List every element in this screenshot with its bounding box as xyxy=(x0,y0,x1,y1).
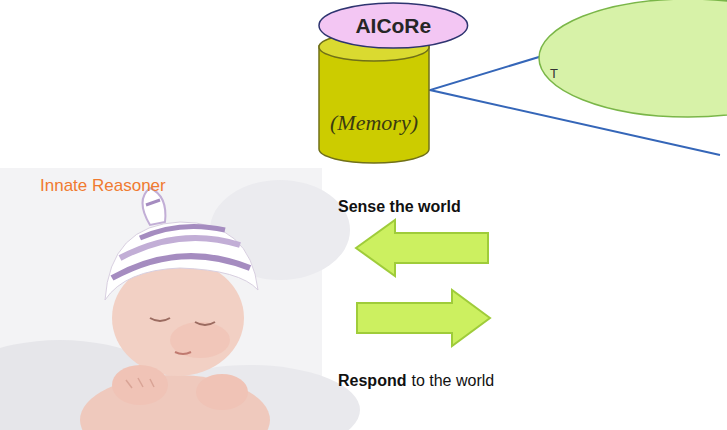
baby-photo xyxy=(0,168,360,430)
text-holder: (Memory) xyxy=(318,32,430,164)
text-holder: AICoRe xyxy=(318,2,469,49)
photo-caption: Innate Reasoner xyxy=(40,176,166,196)
arrow-label: to the world xyxy=(411,372,494,390)
ellipse-shape xyxy=(319,3,468,48)
memory-cylinder: (Memory) xyxy=(318,32,430,164)
sense-arrow xyxy=(356,220,488,276)
title-ellipse: AICoRe xyxy=(318,2,469,49)
ellipse-shape xyxy=(539,0,727,117)
memory-cylinder-outline xyxy=(318,32,430,164)
arrow-label: Sense the world xyxy=(338,198,461,216)
cylinder-top xyxy=(319,33,429,61)
thought-bubble-outline xyxy=(538,0,727,118)
text-holder: T xyxy=(538,0,727,118)
respond-arrow xyxy=(357,290,490,346)
node-text: T xyxy=(550,66,558,81)
cylinder-body xyxy=(319,46,429,163)
thought-bubble: T xyxy=(538,0,727,118)
node-text: AICoRe xyxy=(355,14,431,38)
node-text: (Memory) xyxy=(330,110,418,136)
arrow-label: Respond xyxy=(338,372,406,390)
